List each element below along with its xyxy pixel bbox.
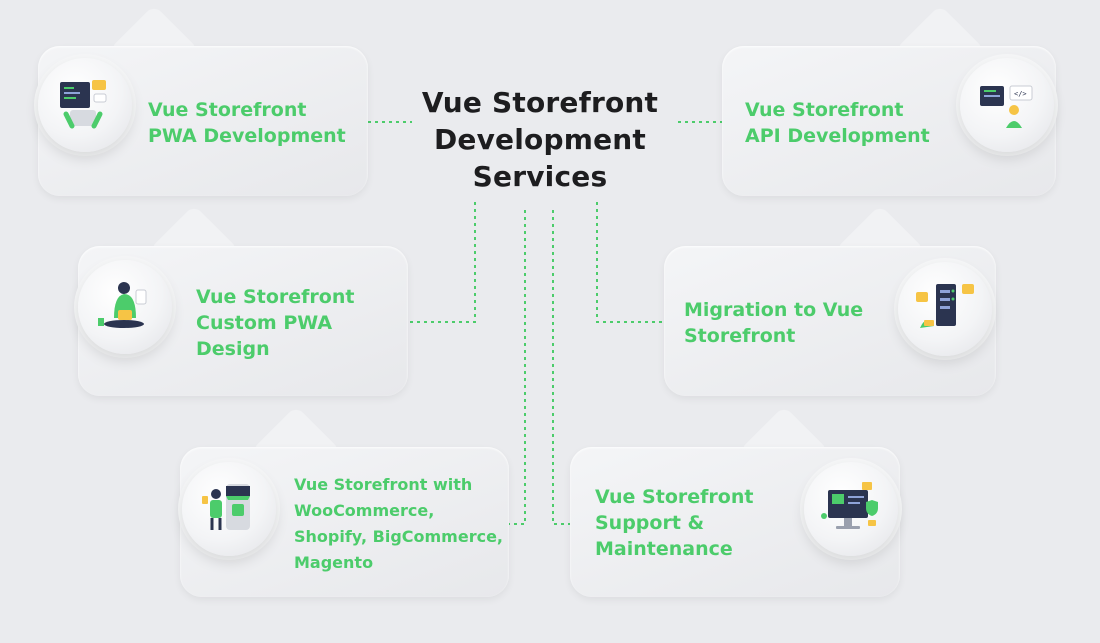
connector-ecommerce-platforms — [509, 210, 526, 525]
title-line-3: Services — [472, 160, 608, 193]
service-label-pwa-development: Vue Storefront PWA Development — [148, 99, 346, 147]
service-label-api-development: Vue Storefront API Development — [745, 99, 930, 147]
support-maintenance-icon-disc — [804, 462, 898, 556]
custom-pwa-design-icon-disc — [78, 260, 172, 354]
mobile-store-icon — [202, 484, 250, 530]
pwa-development-icon-disc — [38, 58, 132, 152]
svg-text:</>: </> — [1014, 90, 1027, 98]
service-label-custom-pwa-design: Vue Storefront Custom PWA Design — [196, 286, 355, 360]
service-label-support-maintenance: Vue Storefront Support & Maintenance — [595, 486, 754, 560]
ecommerce-platforms-icon-disc — [182, 462, 276, 556]
designer-with-laptop-icon — [98, 282, 147, 328]
api-code-screen-icon: </> — [980, 85, 1033, 128]
connector-custom-pwa-design — [408, 202, 476, 323]
service-label-migration: Migration to Vue Storefront — [684, 299, 864, 347]
connector-migration — [596, 202, 664, 323]
developer-at-laptop-icon — [60, 80, 107, 129]
title-line-1: Vue Storefront — [421, 86, 659, 119]
migration-icon-disc — [898, 262, 992, 356]
server-migration-icon — [916, 284, 974, 328]
connector-support-maintenance — [552, 210, 570, 525]
service-label-ecommerce-platforms: Vue Storefront with WooCommerce, Shopify… — [294, 475, 504, 572]
support-monitor-icon — [821, 482, 878, 529]
diagram-title: Vue Storefront Development Services — [400, 84, 680, 195]
api-development-icon-disc: </> — [960, 58, 1054, 152]
title-line-2: Development — [433, 123, 647, 156]
